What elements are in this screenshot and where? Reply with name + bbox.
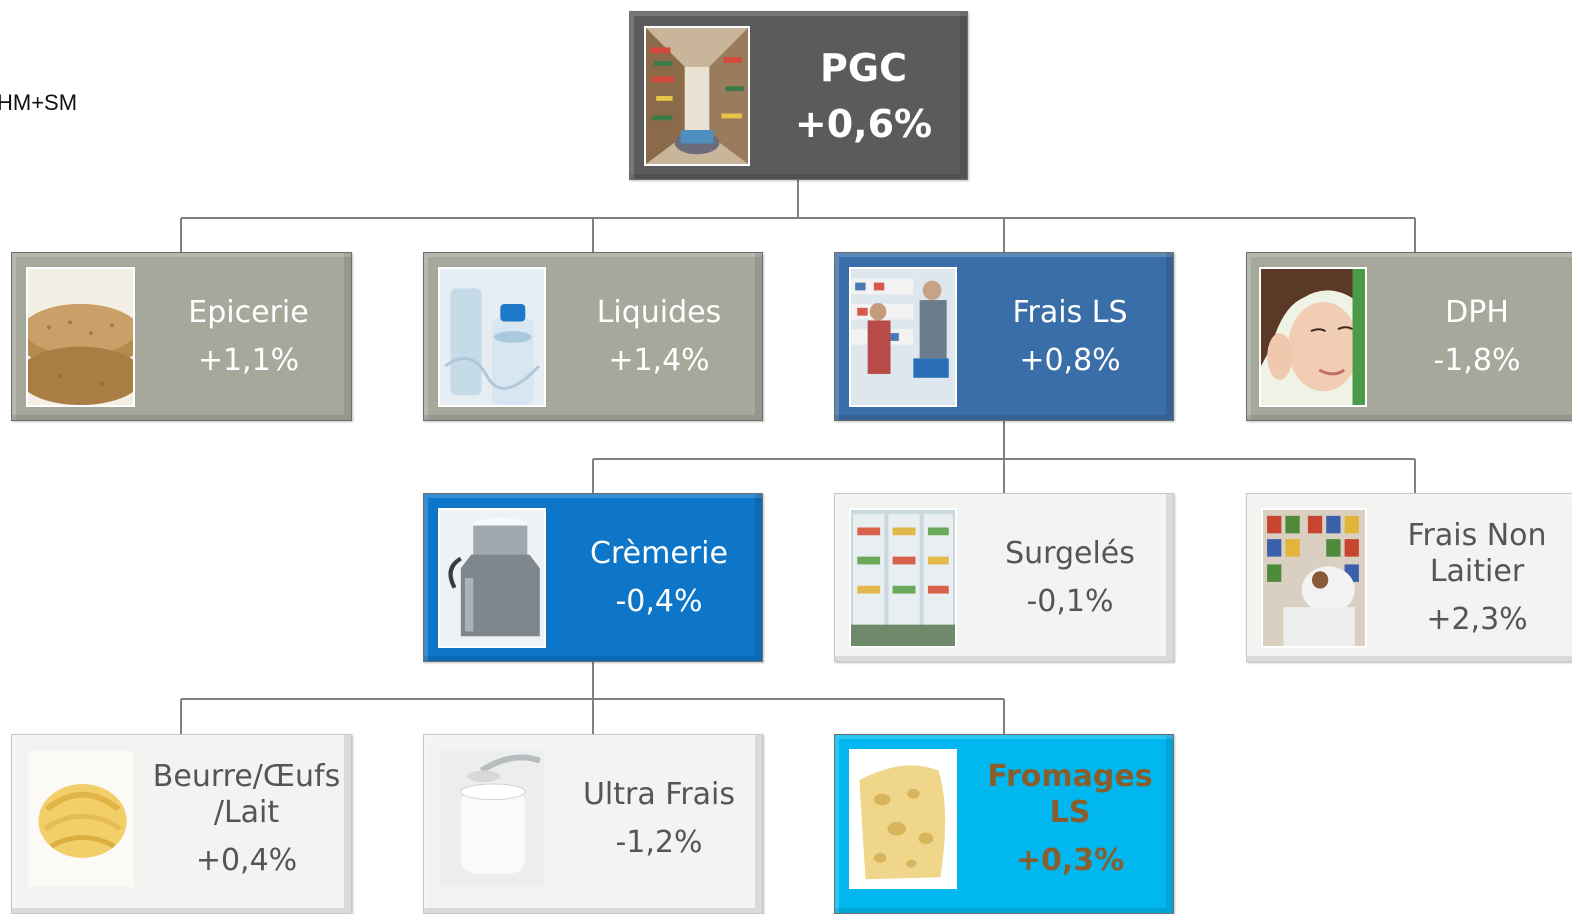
node-surgeles-text: Surgelés -0,1%: [967, 494, 1173, 661]
node-value: +0,3%: [1016, 843, 1124, 879]
node-name: Epicerie: [188, 295, 308, 331]
supermarket-aisle-icon: [644, 26, 750, 166]
face-care-icon: [1259, 267, 1367, 407]
node-name: Frais Non Laitier: [1392, 518, 1562, 590]
node-value: +0,8%: [1019, 343, 1120, 379]
node-fromages-ls: Fromages LS +0,3%: [834, 734, 1174, 914]
node-fromages-ls-text: Fromages LS +0,3%: [967, 735, 1173, 902]
node-name: Fromages LS: [975, 759, 1165, 831]
node-name: PGC: [820, 45, 907, 91]
node-epicerie-text: Epicerie +1,1%: [146, 253, 351, 420]
node-name: Surgelés: [1005, 536, 1135, 572]
node-frais-ls: Frais LS +0,8%: [834, 252, 1174, 421]
node-beurre-oeufs-lait-text: Beurre/Œufs /Lait +0,4%: [142, 735, 351, 902]
node-pgc-text: PGC +0,6%: [760, 12, 967, 179]
node-dph: DPH -1,8%: [1246, 252, 1572, 421]
node-surgeles: Surgelés -0,1%: [834, 493, 1174, 662]
node-ultra-frais-text: Ultra Frais -1,2%: [556, 735, 762, 902]
node-value: +0,4%: [196, 843, 297, 879]
node-value: +2,3%: [1426, 602, 1527, 638]
node-value: +1,4%: [608, 343, 709, 379]
node-epicerie: Epicerie +1,1%: [11, 252, 352, 421]
node-pgc: PGC +0,6%: [629, 11, 968, 180]
swiss-cheese-icon: [849, 749, 957, 889]
node-ultra-frais: Ultra Frais -1,2%: [423, 734, 763, 914]
node-name: Beurre/Œufs /Lait: [152, 759, 342, 831]
node-beurre-oeufs-lait: Beurre/Œufs /Lait +0,4%: [11, 734, 352, 914]
node-value: +0,6%: [795, 101, 932, 147]
node-cremerie-text: Crèmerie -0,4%: [556, 494, 762, 661]
node-frais-non-laitier: Frais Non Laitier +2,3%: [1246, 493, 1572, 662]
grain-basket-icon: [26, 267, 135, 407]
butter-curl-icon: [26, 749, 135, 889]
node-frais-ls-text: Frais LS +0,8%: [967, 253, 1173, 420]
yogurt-jar-icon: [438, 749, 546, 889]
freezer-aisle-icon: [849, 508, 957, 648]
node-name: Crèmerie: [590, 536, 728, 572]
fresh-shelf-icon: [849, 267, 957, 407]
node-dph-text: DPH -1,8%: [1377, 253, 1572, 420]
node-name: Frais LS: [1012, 295, 1127, 331]
node-cremerie: Crèmerie -0,4%: [423, 493, 763, 662]
node-liquides: Liquides +1,4%: [423, 252, 763, 421]
milk-can-icon: [438, 508, 546, 648]
node-name: Liquides: [597, 295, 722, 331]
node-value: -1,8%: [1433, 343, 1520, 379]
node-value: -1,2%: [615, 825, 702, 861]
node-name: Ultra Frais: [583, 777, 735, 813]
node-value: -0,1%: [1026, 584, 1113, 620]
node-frais-non-laitier-text: Frais Non Laitier +2,3%: [1377, 494, 1572, 661]
water-bottles-icon: [438, 267, 546, 407]
node-value: +1,1%: [198, 343, 299, 379]
node-value: -0,4%: [615, 584, 702, 620]
shopper-shelf-icon: [1261, 508, 1367, 648]
node-name: DPH: [1445, 295, 1509, 331]
node-liquides-text: Liquides +1,4%: [556, 253, 762, 420]
